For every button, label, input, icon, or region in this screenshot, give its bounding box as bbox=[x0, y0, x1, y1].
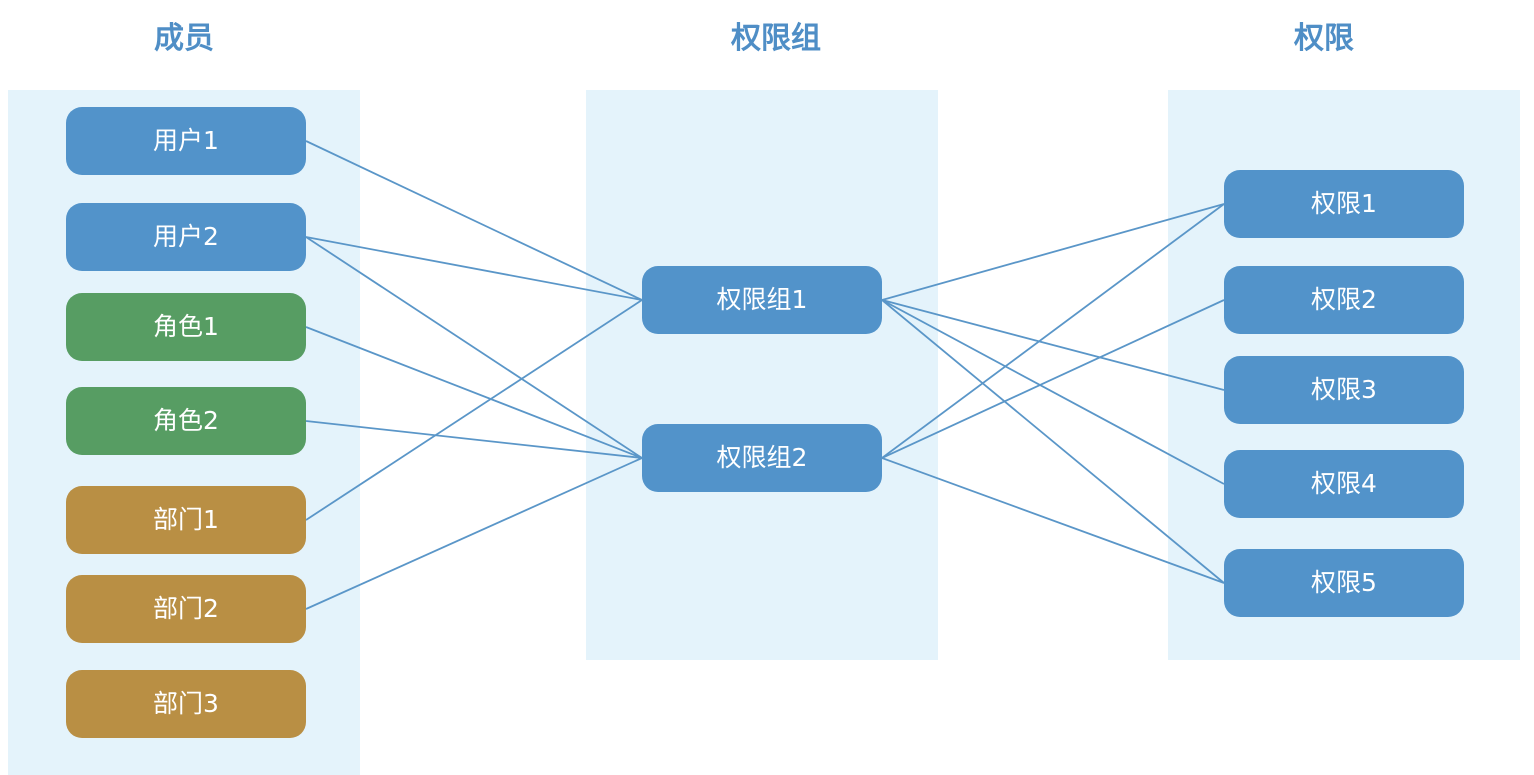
member-node-role-2[interactable]: 角色2 bbox=[66, 387, 306, 455]
member-node-dept-1[interactable]: 部门1 bbox=[66, 486, 306, 554]
permissions-column-title: 权限 bbox=[1294, 21, 1354, 56]
group-node-1[interactable]: 权限组1 bbox=[642, 266, 882, 334]
group-node-2[interactable]: 权限组2 bbox=[642, 424, 882, 492]
groups-panel bbox=[586, 90, 938, 660]
groups-column-title: 权限组 bbox=[731, 21, 821, 56]
member-node-role-1[interactable]: 角色1 bbox=[66, 293, 306, 361]
permission-node-2[interactable]: 权限2 bbox=[1224, 266, 1464, 334]
member-node-dept-2[interactable]: 部门2 bbox=[66, 575, 306, 643]
members-column-title: 成员 bbox=[154, 21, 214, 56]
permission-node-5[interactable]: 权限5 bbox=[1224, 549, 1464, 617]
permission-node-3[interactable]: 权限3 bbox=[1224, 356, 1464, 424]
member-node-user-1[interactable]: 用户1 bbox=[66, 107, 306, 175]
member-node-user-2[interactable]: 用户2 bbox=[66, 203, 306, 271]
permission-node-4[interactable]: 权限4 bbox=[1224, 450, 1464, 518]
permission-node-1[interactable]: 权限1 bbox=[1224, 170, 1464, 238]
member-node-dept-3[interactable]: 部门3 bbox=[66, 670, 306, 738]
